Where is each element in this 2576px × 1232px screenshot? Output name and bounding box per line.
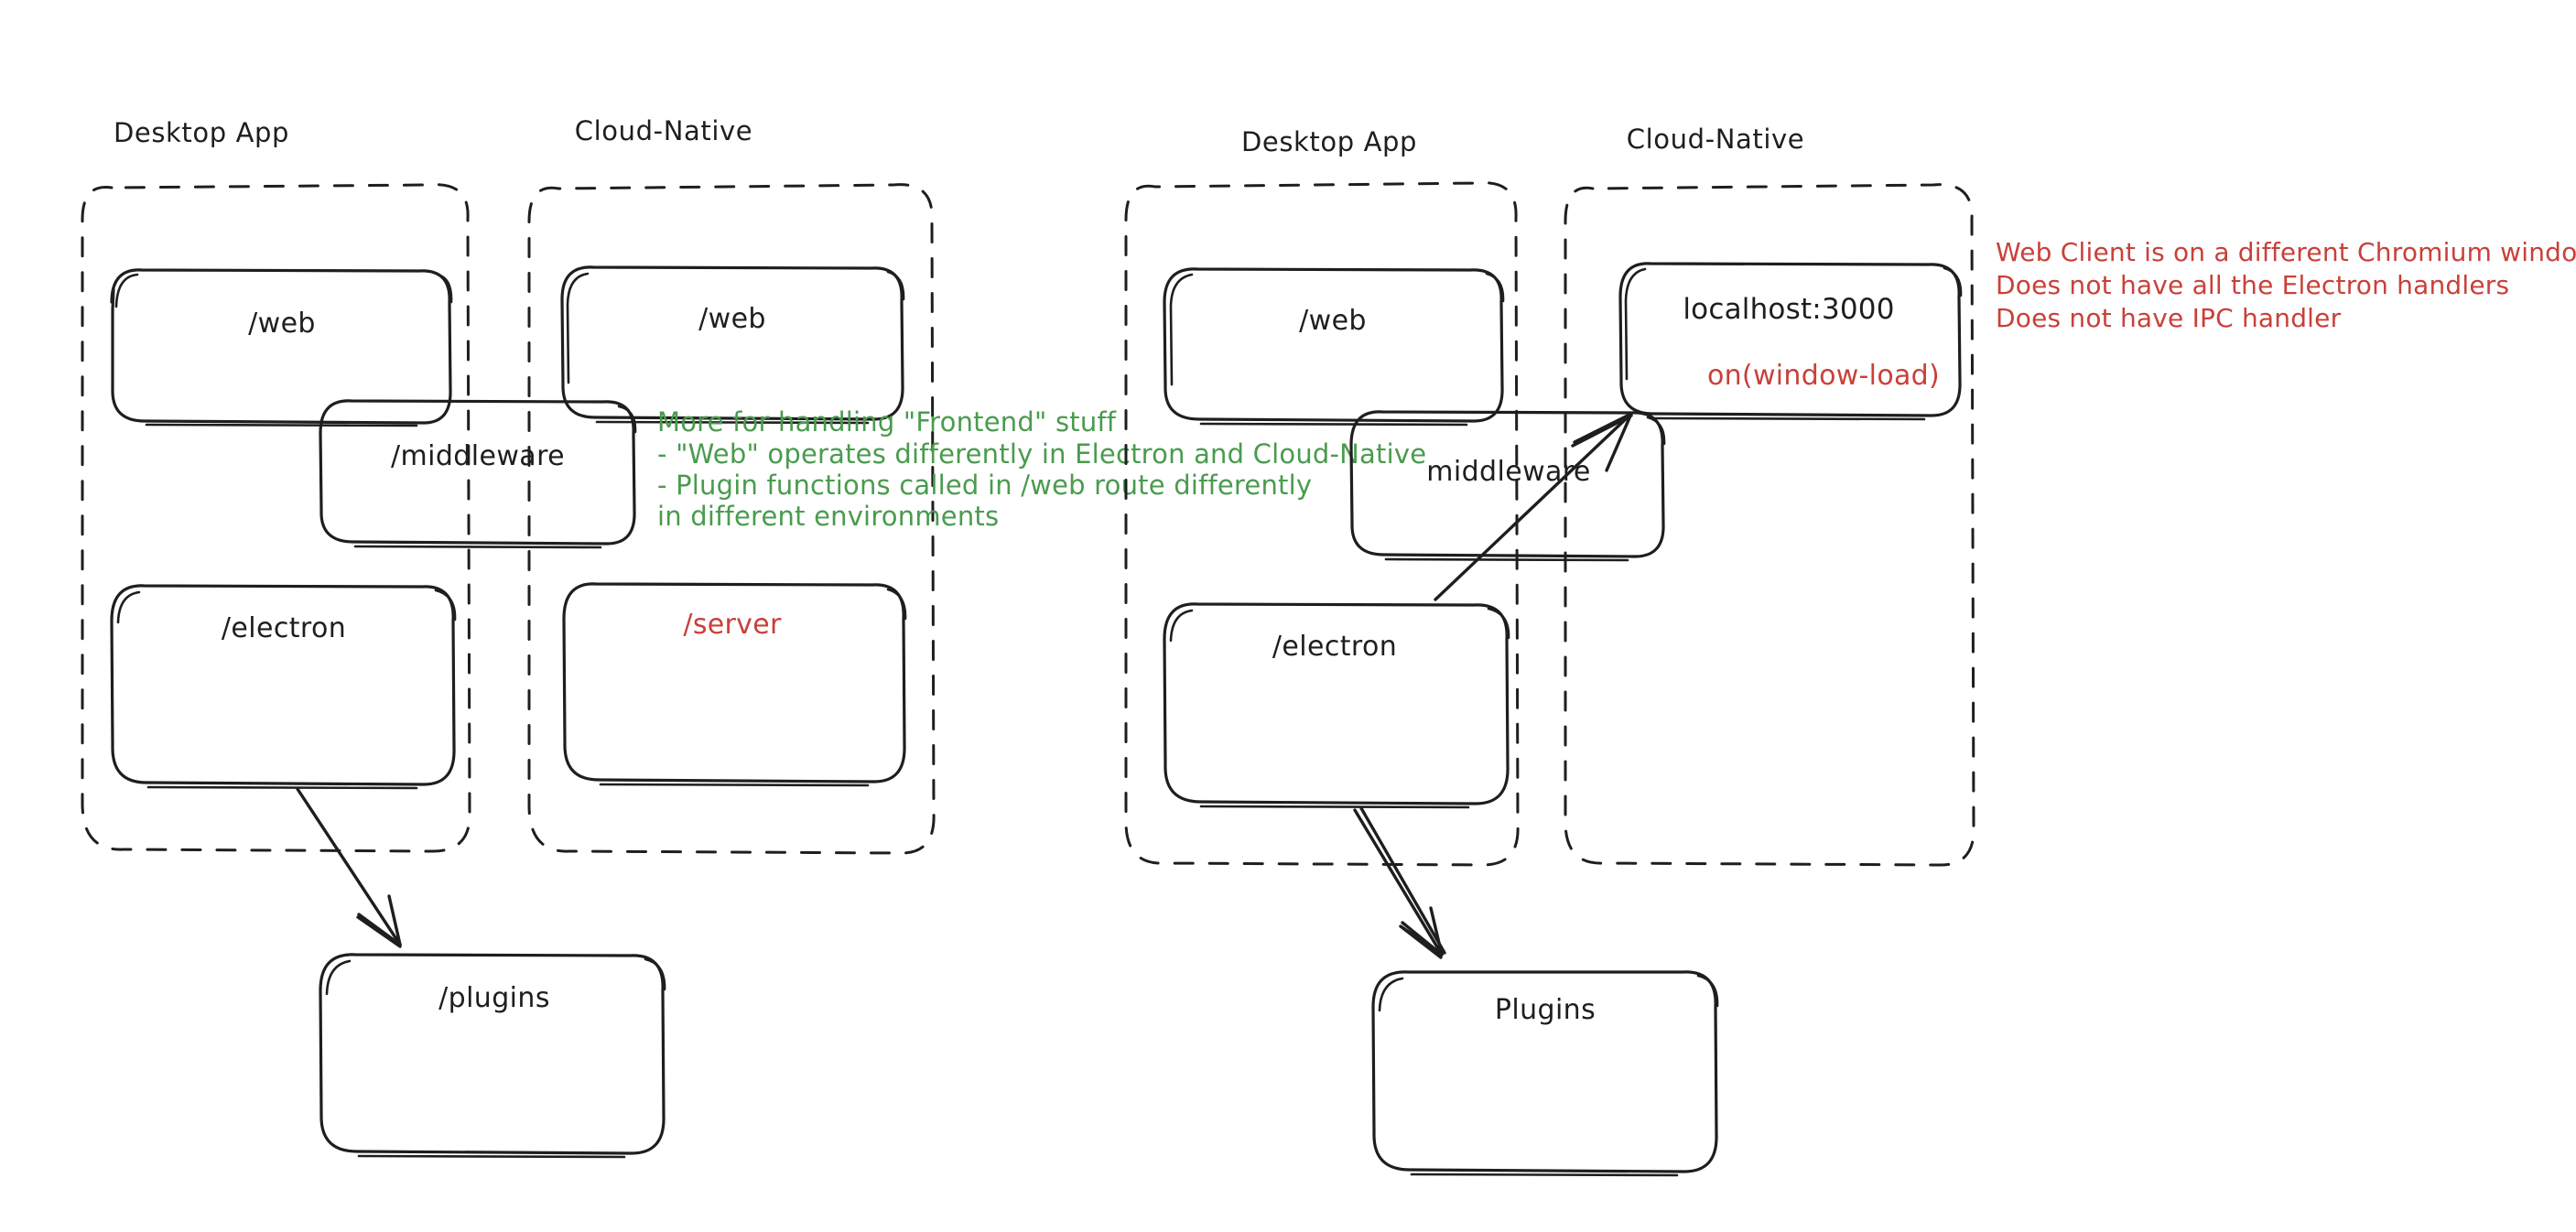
red-note-line-3: Does not have IPC handler	[1996, 303, 2342, 333]
node-right-plugins[interactable]: Plugins	[1371, 970, 1719, 1177]
node-left-electron[interactable]: /electron	[110, 584, 457, 790]
node-label-left-middleware: /middleware	[391, 440, 565, 472]
node-label-left-electron: /electron	[222, 612, 346, 644]
node-label-right-electron: /electron	[1272, 631, 1397, 663]
edge-left-electron-to-plugins	[296, 787, 402, 948]
node-right-desktop-web[interactable]: /web	[1163, 267, 1505, 427]
green-note-line-3: - Plugin functions called in /web route …	[657, 470, 1312, 501]
node-label-left-desktop-web: /web	[248, 308, 316, 340]
red-note-line-2: Does not have all the Electron handlers	[1996, 270, 2509, 300]
group-box-left-cloud-native	[527, 183, 936, 855]
node-label-right-localhost: localhost:3000	[1683, 293, 1894, 326]
edge-right-electron-to-localhost	[1434, 412, 1633, 601]
green-note-line-4: in different environments	[657, 501, 999, 532]
node-left-server[interactable]: /server	[562, 582, 907, 787]
group-box-right-cloud-native	[1564, 183, 1975, 867]
node-label-left-plugins: /plugins	[438, 982, 550, 1014]
node-label-right-middleware: middleware	[1426, 456, 1591, 488]
green-note-line-2: - "Web" operates differently in Electron…	[657, 438, 1426, 470]
node-sublabel-right-localhost: on(window-load)	[1707, 360, 1940, 392]
edge-right-electron-to-plugins	[1353, 806, 1446, 959]
node-right-electron[interactable]: /electron	[1163, 602, 1510, 809]
node-left-middleware[interactable]: /middleware	[319, 399, 637, 549]
green-note-line-1: More for handling "Frontend" stuff	[657, 406, 1117, 438]
node-left-desktop-web[interactable]: /web	[110, 268, 453, 427]
node-left-plugins[interactable]: /plugins	[319, 953, 666, 1159]
group-label-left-cloud-native: Cloud-Native	[575, 115, 752, 146]
red-note-line-1: Web Client is on a different Chromium wi…	[1996, 237, 2576, 267]
node-right-middleware[interactable]: middleware	[1349, 410, 1666, 562]
node-label-right-plugins: Plugins	[1495, 994, 1596, 1026]
group-label-right-cloud-native: Cloud-Native	[1627, 124, 1804, 155]
annotation-red-web-client-note: Web Client is on a different Chromium wi…	[1996, 237, 2576, 333]
node-left-cloud-web[interactable]: /web	[560, 265, 905, 425]
group-box-right-desktop-app	[1124, 181, 1520, 867]
node-label-right-desktop-web: /web	[1299, 305, 1367, 337]
node-label-left-cloud-web: /web	[698, 303, 766, 335]
node-label-left-server: /server	[683, 609, 782, 641]
group-box-left-desktop-app	[81, 183, 471, 853]
node-right-localhost[interactable]: localhost:3000 on(window-load)	[1618, 262, 1963, 421]
group-label-left-desktop-app: Desktop App	[114, 117, 289, 148]
annotation-green-frontend-note: More for handling "Frontend" stuff - "We…	[657, 406, 1426, 532]
group-label-right-desktop-app: Desktop App	[1241, 126, 1417, 157]
